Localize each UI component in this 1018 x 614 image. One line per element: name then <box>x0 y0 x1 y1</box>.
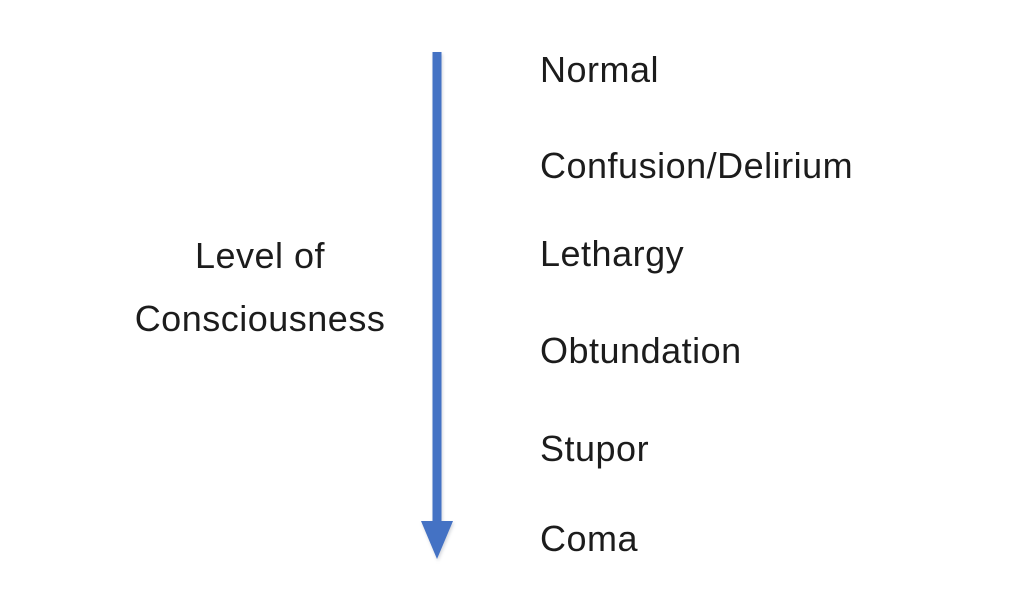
level-item-normal: Normal <box>540 49 660 90</box>
down-arrow-head <box>421 521 453 559</box>
down-arrow-icon <box>421 52 453 559</box>
level-item-confusion-delirium: Confusion/Delirium <box>540 145 854 186</box>
level-item-obtundation: Obtundation <box>540 330 742 371</box>
down-arrow-shaft <box>432 52 442 524</box>
axis-label-line-1: Level of <box>194 235 326 276</box>
consciousness-levels-list: Normal Confusion/Delirium Lethargy Obtun… <box>540 0 1010 614</box>
level-item-lethargy: Lethargy <box>540 233 685 274</box>
axis-label: Level of Consciousness <box>70 224 450 350</box>
level-item-coma: Coma <box>540 518 639 559</box>
axis-label-line-2: Consciousness <box>134 298 386 339</box>
level-item-stupor: Stupor <box>540 428 650 469</box>
